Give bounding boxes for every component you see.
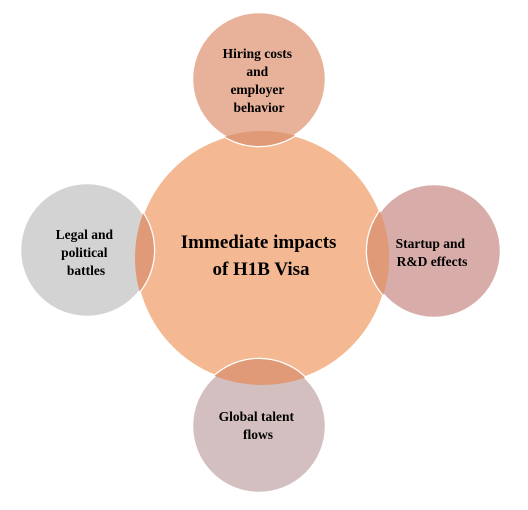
left-node-label-line: Legal and (56, 227, 114, 242)
top-node-label-line: employer (230, 82, 284, 97)
left-node-label: Legal and political battles (56, 227, 117, 278)
top-node-circle (190, 10, 328, 148)
left-node-label-line: political (61, 245, 108, 260)
center-label-line: of H1B Visa (212, 259, 310, 280)
right-node-label: Startup and R&D effects (396, 236, 469, 269)
right-node-label-line: Startup and (396, 236, 466, 251)
center-label: Immediate impacts of H1B Visa (181, 232, 341, 280)
center-circle (133, 129, 391, 387)
top-node-label-line: Hiring costs (223, 46, 292, 61)
right-node-label-line: R&D effects (397, 254, 468, 269)
top-node-label-line: behavior (233, 100, 284, 115)
left-node-label-line: battles (67, 263, 105, 278)
bottom-node-label-line: Global talent (219, 409, 295, 424)
bottom-node-label-line: flows (243, 427, 273, 442)
bottom-node-label: Global talent flows (219, 409, 298, 442)
top-node-label-line: and (246, 64, 268, 79)
center-label-line: Immediate impacts (181, 232, 337, 253)
top-node-label: Hiring costs and employer behavior (223, 46, 296, 115)
